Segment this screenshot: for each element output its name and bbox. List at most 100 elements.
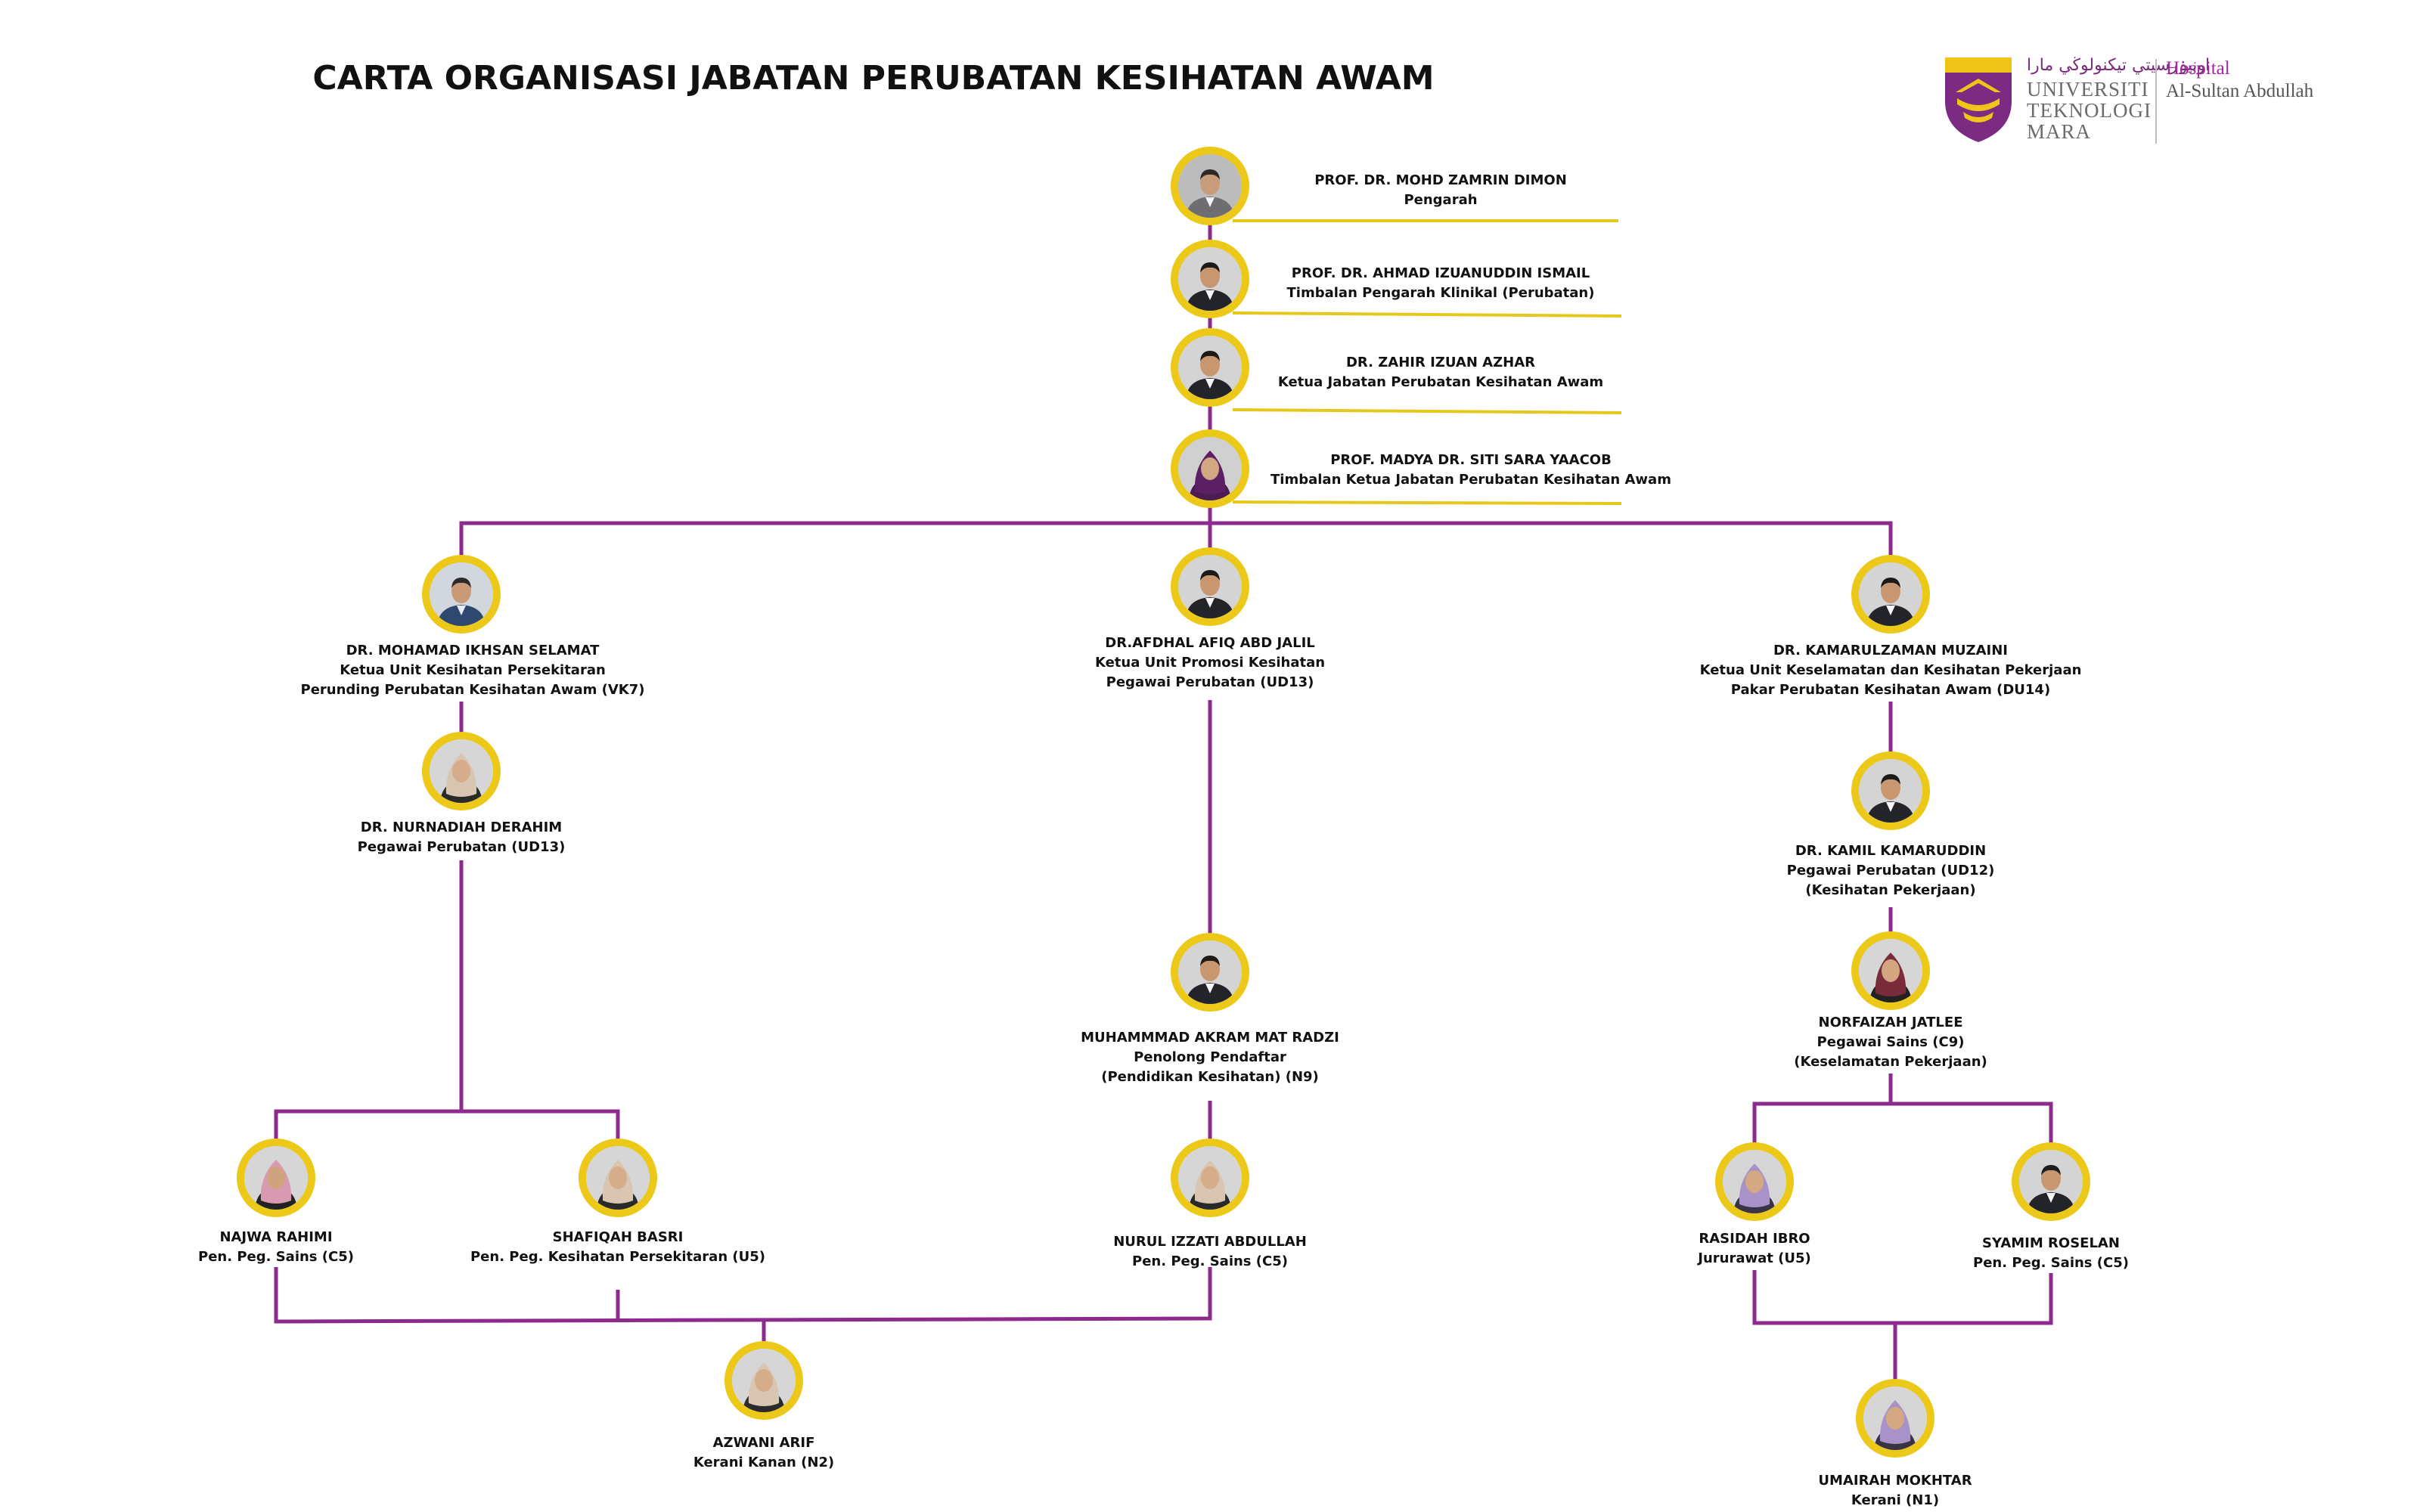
portrait-icon	[1723, 1150, 1786, 1213]
person-name: PROF. DR. AHMAD IZUANUDDIN ISMAIL	[1291, 265, 1590, 281]
person-name: PROF. DR. MOHD ZAMRIN DIMON	[1314, 172, 1567, 188]
portrait-icon	[1178, 940, 1242, 1004]
portrait-icon	[1178, 336, 1242, 399]
person-role: Ketua Unit Promosi Kesihatan	[1094, 655, 1326, 671]
portrait-icon	[1178, 1146, 1242, 1210]
person-photo	[1851, 751, 1930, 830]
person-role: Pegawai Perubatan (UD12)	[1786, 863, 1995, 878]
person-label: NORFAIZAH JATLEE Pegawai Sains (C9) (Kesel…	[1603, 1013, 2178, 1072]
connector-line	[459, 521, 1893, 556]
person-name: PROF. MADYA DR. SITI SARA YAACOB	[1330, 452, 1612, 468]
person-role: Pen. Peg. Kesihatan Persekitaran (U5)	[470, 1249, 765, 1265]
person-role: Perunding Perubatan Kesihatan Awam (VK7)	[300, 682, 645, 698]
person-name: DR. ZAHIR IZUAN AZHAR	[1345, 355, 1536, 370]
logo-divider	[2155, 59, 2157, 144]
portrait-icon	[430, 562, 493, 626]
connector-line	[1752, 1270, 2053, 1325]
person-photo	[1171, 429, 1249, 508]
portrait-icon	[1863, 1387, 1927, 1450]
person-photo	[422, 732, 501, 810]
person-name: DR.AFDHAL AFIQ ABD JALIL	[1105, 635, 1315, 651]
person-role: Penolong Pendaftar	[1134, 1049, 1286, 1065]
person-role: Pen. Peg. Sains (C5)	[198, 1249, 354, 1265]
person-name: DR. KAMARULZAMAN MUZAINI	[1773, 643, 2009, 658]
person-role: Timbalan Pengarah Klinikal (Perubatan)	[1286, 285, 1595, 301]
person-photo	[724, 1341, 803, 1420]
portrait-icon	[1178, 154, 1242, 218]
person-label: SHAFIQAH BASRI Pen. Peg. Kesihatan Persek…	[330, 1228, 905, 1267]
arabic-wordmark: اونيۏرسيتي تيكنولوڬي مارا	[2027, 56, 2211, 75]
person-role: Pen. Peg. Sains (C5)	[1973, 1255, 2129, 1271]
person-photo	[237, 1139, 315, 1217]
person-role: Ketua Unit Kesihatan Persekitaran	[340, 662, 606, 678]
portrait-icon	[1178, 555, 1242, 618]
person-photo	[579, 1139, 657, 1217]
connector-line	[274, 1267, 1212, 1324]
institution-logo: اونيۏرسيتي تيكنولوڬي مارا UNIVERSITI TEK…	[1942, 54, 2366, 153]
person-role: Pen. Peg. Sains (C5)	[1132, 1253, 1288, 1269]
person-label: AZWANI ARIF Kerani Kanan (N2)	[476, 1433, 1051, 1473]
person-role: (Pendidikan Kesihatan) (N9)	[1101, 1069, 1319, 1085]
person-name: MUHAMMMAD AKRAM MAT RADZI	[1081, 1030, 1339, 1046]
person-label: DR.AFDHAL AFIQ ABD JALIL Ketua Unit Promo…	[923, 634, 1497, 692]
portrait-icon	[1859, 759, 1922, 823]
person-role: Pegawai Perubatan (UD13)	[357, 839, 566, 855]
person-name: NAJWA RAHIMI	[219, 1229, 333, 1245]
person-label: SYAMIM ROSELAN Pen. Peg. Sains (C5)	[1764, 1234, 2338, 1273]
university-wordmark: UNIVERSITI TEKNOLOGI MARA	[2027, 78, 2152, 143]
person-photo	[1851, 931, 1930, 1010]
portrait-icon	[586, 1146, 650, 1210]
connector-line	[1891, 1101, 2053, 1144]
person-photo	[1171, 933, 1249, 1012]
person-role: Kerani Kanan (N2)	[693, 1455, 835, 1470]
person-label: DR. KAMIL KAMARUDDIN Pegawai Perubatan (U…	[1603, 841, 2178, 900]
person-photo	[422, 555, 501, 634]
person-name: SHAFIQAH BASRI	[552, 1229, 684, 1245]
person-label: MUHAMMMAD AKRAM MAT RADZI Penolong Pendaf…	[923, 1028, 1497, 1087]
person-role: Pegawai Perubatan (UD13)	[1106, 674, 1314, 690]
person-role: Jururawat (U5)	[1698, 1250, 1811, 1266]
person-name: DR. NURNADIAH DERAHIM	[360, 820, 563, 835]
person-name: AZWANI ARIF	[712, 1435, 815, 1451]
person-label: PROF. DR. AHMAD IZUANUDDIN ISMAIL Timbala…	[1153, 264, 1728, 303]
person-name: SYAMIM ROSELAN	[1982, 1235, 2120, 1251]
person-role: (Kesihatan Pekerjaan)	[1805, 882, 1976, 898]
person-role: Pakar Perubatan Kesihatan Awam (DU14)	[1730, 682, 2051, 698]
person-role: Kerani (N1)	[1851, 1492, 1940, 1508]
person-photo	[1171, 240, 1249, 318]
person-label: DR. MOHAMAD IKHSAN SELAMAT Ketua Unit Kes…	[185, 641, 760, 700]
person-photo	[1715, 1142, 1794, 1221]
person-role: Ketua Jabatan Perubatan Kesihatan Awam	[1277, 374, 1604, 390]
person-label: DR. ZAHIR IZUAN AZHAR Ketua Jabatan Perub…	[1153, 353, 1728, 392]
person-label: DR. KAMARULZAMAN MUZAINI Ketua Unit Kesel…	[1603, 641, 2178, 700]
person-role: Pengarah	[1404, 192, 1478, 208]
connector-line	[461, 1109, 620, 1140]
person-photo	[1856, 1379, 1934, 1458]
person-label: DR. NURNADIAH DERAHIM Pegawai Perubatan (…	[174, 818, 749, 857]
page-title: CARTA ORGANISASI JABATAN PERUBATAN KESIH…	[312, 59, 1435, 98]
portrait-icon	[1859, 562, 1922, 626]
portrait-icon	[430, 739, 493, 803]
person-photo	[1851, 555, 1930, 634]
portrait-icon	[1859, 939, 1922, 1002]
person-role: Pegawai Sains (C9)	[1817, 1034, 1965, 1050]
person-name: NORFAIZAH JATLEE	[1818, 1015, 1963, 1030]
person-name: DR. KAMIL KAMARUDDIN	[1795, 843, 1987, 859]
person-photo	[1171, 547, 1249, 626]
person-name: DR. MOHAMAD IKHSAN SELAMAT	[346, 643, 600, 658]
portrait-icon	[732, 1349, 796, 1412]
person-name: NURUL IZZATI ABDULLAH	[1113, 1234, 1307, 1250]
connector-line	[1752, 1074, 1893, 1144]
person-photo	[2012, 1142, 2090, 1221]
person-label: PROF. MADYA DR. SITI SARA YAACOB Timbalan…	[1184, 451, 1758, 490]
person-role: (Keselamatan Pekerjaan)	[1794, 1054, 1987, 1070]
person-photo	[1171, 328, 1249, 407]
portrait-icon	[1178, 437, 1242, 500]
hospital-wordmark: Hospital Al-Sultan Abdullah	[2166, 58, 2314, 101]
person-label: NAJWA RAHIMI Pen. Peg. Sains (C5)	[0, 1228, 563, 1267]
person-role: Timbalan Ketua Jabatan Perubatan Kesihat…	[1270, 472, 1671, 488]
person-role: Ketua Unit Keselamatan dan Kesihatan Pek…	[1699, 662, 2082, 678]
